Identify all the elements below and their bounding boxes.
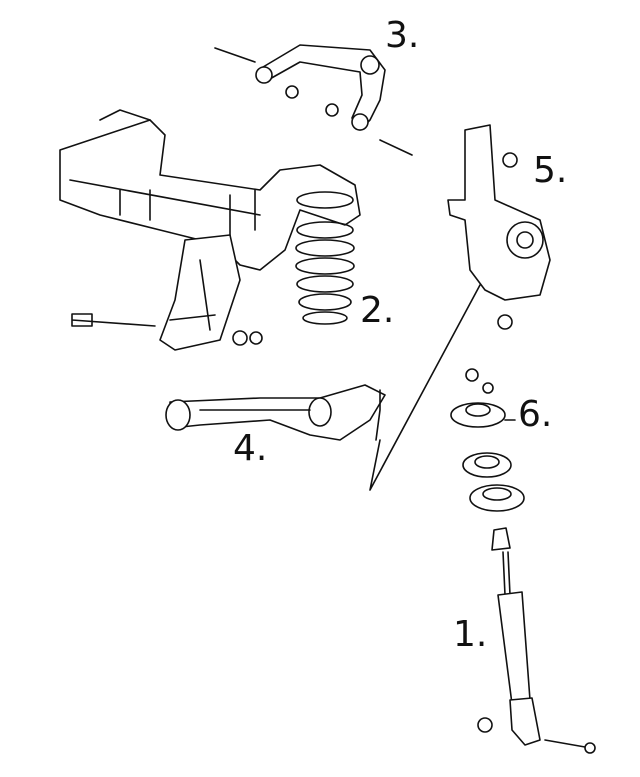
steering-knuckle — [447, 124, 551, 330]
callout-6: 6. — [518, 394, 553, 435]
callout-3: 3. — [385, 15, 420, 56]
coil-spring — [295, 191, 355, 325]
callout-2: 2. — [360, 290, 395, 331]
shock-absorber — [477, 527, 596, 754]
frame-rail — [59, 109, 361, 351]
callout-1: 1. — [453, 614, 488, 655]
strut-mount — [450, 368, 525, 512]
callout-4: 4. — [233, 428, 268, 469]
lower-control-arm — [165, 284, 481, 491]
callout-5: 5. — [533, 150, 568, 191]
upper-control-arm — [214, 44, 413, 156]
